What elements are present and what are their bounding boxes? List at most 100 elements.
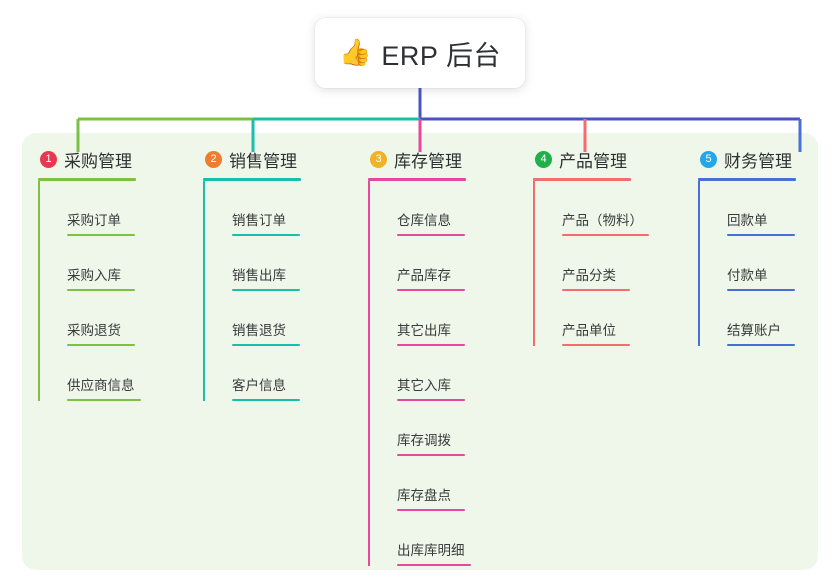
branch-title: 财务管理 bbox=[724, 151, 792, 171]
branch-leaf[interactable]: 产品库存 bbox=[382, 236, 471, 291]
branch-column-4: 4 产品管理产品（物料） 产品分类产品单位 bbox=[533, 147, 649, 346]
branch-number-badge: 5 bbox=[700, 150, 717, 168]
branch-leaf[interactable]: 仓库信息 bbox=[382, 181, 471, 236]
branch-leaf[interactable]: 付款单 bbox=[712, 236, 796, 291]
branch-leaf-label: 回款单 bbox=[727, 213, 768, 229]
branch-leaf-rule bbox=[727, 344, 795, 346]
branch-leaf-rule bbox=[232, 234, 300, 236]
branch-leaf-rule bbox=[67, 289, 135, 291]
branch-leaf-label: 销售订单 bbox=[232, 213, 286, 229]
branch-leaf[interactable]: 采购入库 bbox=[52, 236, 141, 291]
branch-title: 产品管理 bbox=[559, 151, 627, 171]
branch-leaf-rule bbox=[397, 399, 465, 401]
branch-spine bbox=[203, 181, 205, 401]
branch-leaf-label: 结算账户 bbox=[727, 323, 781, 339]
branch-leaf-rule bbox=[727, 234, 795, 236]
branch-leaf-label: 库存盘点 bbox=[397, 488, 451, 504]
branch-children: 采购订单采购入库采购退货供应商信息 bbox=[38, 181, 141, 401]
branch-leaf-rule bbox=[397, 344, 465, 346]
branch-leaf-rule bbox=[232, 399, 300, 401]
branch-title: 库存管理 bbox=[394, 151, 462, 171]
branch-spine bbox=[698, 181, 700, 346]
root-node[interactable]: 👍 ERP 后台 bbox=[315, 18, 525, 88]
branch-leaf-label: 其它入库 bbox=[397, 378, 451, 394]
branch-leaf-label: 产品库存 bbox=[397, 268, 451, 284]
branch-header-1[interactable]: 1 采购管理 bbox=[38, 147, 141, 171]
branch-leaf-label: 仓库信息 bbox=[397, 213, 451, 229]
branch-leaf[interactable]: 回款单 bbox=[712, 181, 796, 236]
branch-leaf-rule bbox=[562, 234, 649, 236]
branch-children: 销售订单销售出库销售退货客户信息 bbox=[203, 181, 301, 401]
branch-header-rule bbox=[38, 178, 136, 181]
branch-leaf-label: 销售出库 bbox=[232, 268, 286, 284]
branch-leaf[interactable]: 结算账户 bbox=[712, 291, 796, 346]
branch-header-rule bbox=[203, 178, 301, 181]
branch-header-2[interactable]: 2 销售管理 bbox=[203, 147, 301, 171]
branch-leaf-rule bbox=[232, 344, 300, 346]
branch-column-1: 1 采购管理采购订单采购入库采购退货供应商信息 bbox=[38, 147, 141, 401]
branch-leaf[interactable]: 销售退货 bbox=[217, 291, 301, 346]
branch-leaf[interactable]: 库存盘点 bbox=[382, 456, 471, 511]
branch-header-3[interactable]: 3 库存管理 bbox=[368, 147, 471, 171]
branch-leaf-label: 其它出库 bbox=[397, 323, 451, 339]
branch-leaf[interactable]: 产品单位 bbox=[547, 291, 649, 346]
branch-leaf-label: 销售退货 bbox=[232, 323, 286, 339]
branch-column-2: 2 销售管理销售订单销售出库销售退货客户信息 bbox=[203, 147, 301, 401]
branch-children: 产品（物料） 产品分类产品单位 bbox=[533, 181, 649, 346]
branch-leaf-rule bbox=[397, 289, 465, 291]
branch-leaf[interactable]: 其它出库 bbox=[382, 291, 471, 346]
branch-children: 回款单付款单结算账户 bbox=[698, 181, 796, 346]
branch-leaf-rule bbox=[67, 344, 135, 346]
branch-title: 采购管理 bbox=[64, 151, 132, 171]
branch-leaf[interactable]: 产品分类 bbox=[547, 236, 649, 291]
branch-leaf-rule bbox=[397, 509, 465, 511]
branch-number-badge: 4 bbox=[535, 150, 552, 168]
branch-leaf-rule bbox=[397, 564, 471, 566]
branch-leaf[interactable]: 销售出库 bbox=[217, 236, 301, 291]
branch-header-rule bbox=[698, 178, 796, 181]
branch-header-5[interactable]: 5 财务管理 bbox=[698, 147, 796, 171]
branch-leaf[interactable]: 其它入库 bbox=[382, 346, 471, 401]
branch-leaf-rule bbox=[562, 289, 630, 291]
branch-leaf-rule bbox=[67, 234, 135, 236]
branch-leaf-label: 产品（物料） bbox=[562, 213, 643, 229]
branch-leaf[interactable]: 采购订单 bbox=[52, 181, 141, 236]
branch-leaf-label: 采购订单 bbox=[67, 213, 121, 229]
branch-leaf-label: 库存调拨 bbox=[397, 433, 451, 449]
branch-leaf-label: 出库库明细 bbox=[397, 543, 465, 559]
root-node-title: ERP 后台 bbox=[381, 40, 501, 71]
branch-spine bbox=[533, 181, 535, 346]
branch-children: 仓库信息产品库存其它出库其它入库库存调拨库存盘点出库库明细 bbox=[368, 181, 471, 566]
branch-leaf-label: 采购入库 bbox=[67, 268, 121, 284]
branch-leaf[interactable]: 供应商信息 bbox=[52, 346, 141, 401]
branch-leaf[interactable]: 库存调拨 bbox=[382, 401, 471, 456]
branch-number-badge: 1 bbox=[40, 150, 57, 168]
branch-leaf[interactable]: 产品（物料） bbox=[547, 181, 649, 236]
branch-number-badge: 2 bbox=[205, 150, 222, 168]
branch-leaf[interactable]: 客户信息 bbox=[217, 346, 301, 401]
thumbs-up-icon: 👍 bbox=[339, 38, 372, 68]
branch-leaf[interactable]: 采购退货 bbox=[52, 291, 141, 346]
branch-number-badge: 3 bbox=[370, 150, 387, 168]
branch-leaf[interactable]: 出库库明细 bbox=[382, 511, 471, 566]
branch-column-3: 3 库存管理仓库信息产品库存其它出库其它入库库存调拨库存盘点出库库明细 bbox=[368, 147, 471, 566]
branch-leaf[interactable]: 销售订单 bbox=[217, 181, 301, 236]
branch-title: 销售管理 bbox=[229, 151, 297, 171]
branch-leaf-rule bbox=[562, 344, 630, 346]
diagram-panel bbox=[22, 133, 818, 570]
branch-leaf-rule bbox=[232, 289, 300, 291]
branch-leaf-label: 采购退货 bbox=[67, 323, 121, 339]
branch-leaf-label: 供应商信息 bbox=[67, 378, 135, 394]
branch-column-5: 5 财务管理回款单付款单结算账户 bbox=[698, 147, 796, 346]
branch-header-rule bbox=[368, 178, 466, 181]
branch-leaf-label: 客户信息 bbox=[232, 378, 286, 394]
branch-leaf-rule bbox=[397, 234, 465, 236]
branch-leaf-rule bbox=[67, 399, 141, 401]
branch-leaf-label: 付款单 bbox=[727, 268, 768, 284]
branch-header-rule bbox=[533, 178, 631, 181]
branch-spine bbox=[38, 181, 40, 401]
branch-leaf-rule bbox=[727, 289, 795, 291]
branch-spine bbox=[368, 181, 370, 566]
branch-header-4[interactable]: 4 产品管理 bbox=[533, 147, 649, 171]
branch-leaf-rule bbox=[397, 454, 465, 456]
